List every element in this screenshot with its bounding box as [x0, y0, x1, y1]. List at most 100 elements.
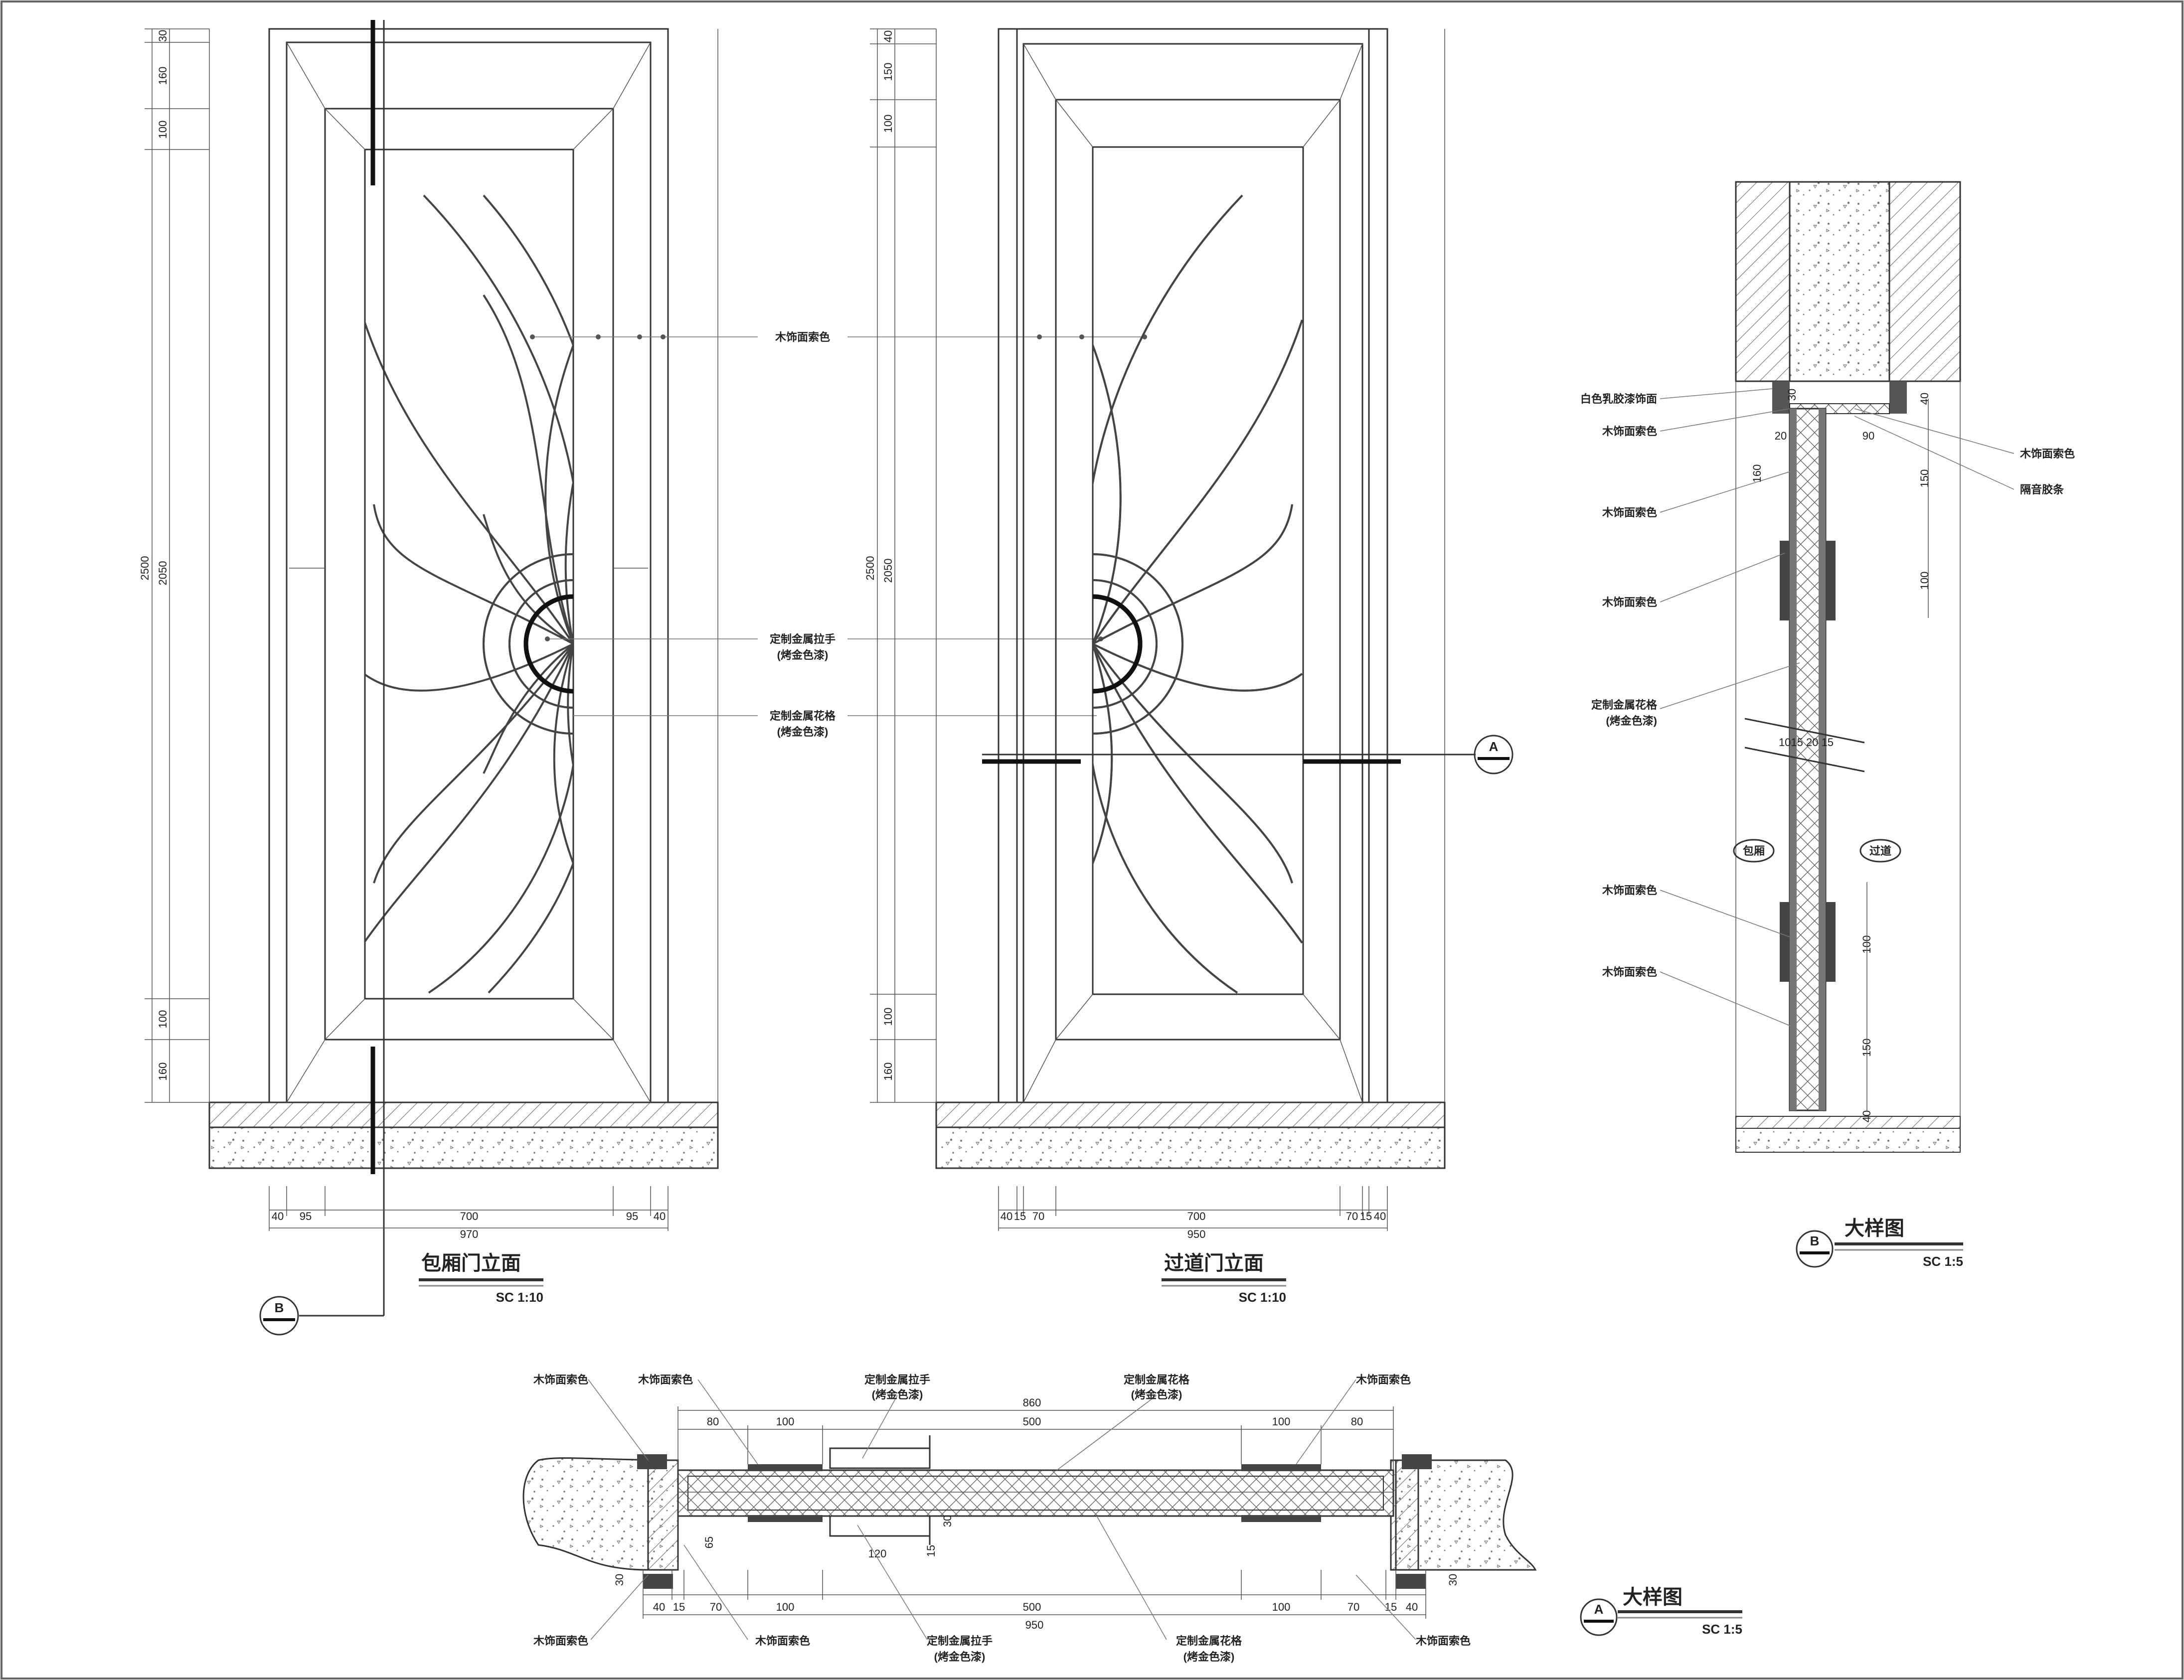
dim-b: 20	[1775, 430, 1787, 442]
dim-left: 160	[157, 1063, 169, 1081]
label-a-grille: 定制金属花格	[1124, 1374, 1190, 1386]
dim-a-top: 500	[1023, 1415, 1041, 1428]
label-a-wood: 木饰面索色	[1415, 1635, 1471, 1647]
room-right: 过道	[1869, 845, 1891, 857]
dim-bottom: 95	[626, 1210, 638, 1222]
section-tag-a: A	[1489, 739, 1499, 754]
dim-b: 40	[1918, 393, 1931, 405]
dim-a-misc: 30	[613, 1574, 626, 1586]
dim-left: 2050	[157, 561, 169, 586]
dim-bottom: 40	[654, 1210, 666, 1222]
label-a-grille-finish: (烤金色漆)	[1183, 1651, 1235, 1663]
callout-handle: 定制金属拉手	[770, 633, 836, 645]
label-a-grille: 定制金属花格	[1176, 1635, 1242, 1647]
callout-grille: 定制金属花格	[770, 710, 836, 722]
dim-b: 150	[1918, 469, 1931, 488]
dim-a-bottom: 500	[1023, 1601, 1041, 1613]
elevation-2-title: 过道门立面	[1164, 1252, 1264, 1274]
label-a-handle-finish: (烤金色漆)	[934, 1651, 986, 1663]
detail-b-tag: B	[1810, 1233, 1820, 1248]
label-a-wood: 木饰面索色	[533, 1635, 588, 1647]
dim-a-bottom: 40	[653, 1601, 665, 1613]
dim-b: 40	[1860, 1110, 1873, 1122]
dim-bottom: 95	[300, 1210, 312, 1222]
label-a-wood: 木饰面索色	[533, 1374, 588, 1386]
dim-left: 100	[157, 121, 169, 139]
label-wood: 木饰面索色	[1602, 884, 1657, 897]
dim-b: 160	[1751, 464, 1763, 483]
dim-bottom: 40	[1374, 1210, 1386, 1222]
dim-a-bottom: 70	[710, 1601, 722, 1613]
detail-a-tag: A	[1594, 1602, 1604, 1617]
dim-a-top-total: 860	[1023, 1396, 1041, 1409]
dim-a-misc: 30	[941, 1515, 954, 1527]
detail-a-scale: SC 1:5	[1702, 1622, 1742, 1637]
elevation-1-scale: SC 1:10	[496, 1290, 543, 1305]
dim-a-bottom: 100	[776, 1601, 795, 1613]
dim-a-top: 80	[707, 1415, 719, 1428]
center-callouts: 木饰面索色 定制金属拉手 (烤金色漆) 定制金属花格 (烤金色漆)	[530, 331, 1147, 738]
dim-b: 30	[1786, 389, 1798, 401]
dim-left: 40	[882, 30, 894, 42]
room-left: 包厢	[1743, 845, 1765, 857]
dim-a-top: 100	[776, 1415, 795, 1428]
dim-bottom: 40	[272, 1210, 284, 1222]
label-a-handle-finish: (烤金色漆)	[872, 1388, 923, 1401]
dim-total: 970	[460, 1228, 479, 1240]
callout-grille-finish: (烤金色漆)	[777, 726, 829, 738]
dim-height: 2500	[864, 556, 876, 581]
dim-a-bottom: 40	[1406, 1601, 1418, 1613]
dim-a-bottom: 70	[1347, 1601, 1359, 1613]
elevation-1: B 30 160 100 2050 100 160 2500 40 95 700…	[139, 20, 719, 1336]
dim-a-bottom-total: 950	[1025, 1619, 1044, 1631]
dim-total: 950	[1187, 1228, 1206, 1240]
label-a-grille-finish: (烤金色漆)	[1131, 1388, 1182, 1401]
dim-a-top: 100	[1272, 1415, 1291, 1428]
callout-handle-finish: (烤金色漆)	[777, 649, 829, 661]
detail-b-scale: SC 1:5	[1923, 1254, 1963, 1269]
dim-b: 100	[1918, 572, 1931, 590]
dim-a-top: 80	[1351, 1415, 1363, 1428]
detail-b: 白色乳胶漆饰面 木饰面索色 木饰面索色 木饰面索色 定制金属花格 (烤金色漆) …	[1580, 181, 2075, 1269]
label-a-handle: 定制金属拉手	[927, 1635, 993, 1647]
dim-b: 90	[1862, 430, 1874, 442]
label-a-wood: 木饰面索色	[755, 1635, 810, 1647]
label-wood: 木饰面索色	[1602, 506, 1657, 519]
dim-bottom: 15	[1014, 1210, 1026, 1222]
elevation-2: A 40 150 100 2050 100 160 2500 40 15 70 …	[864, 28, 1513, 1305]
callout-wood: 木饰面索色	[775, 331, 830, 343]
label-seal: 隔音胶条	[2020, 483, 2064, 496]
label-wood: 木饰面索色	[1602, 966, 1657, 978]
dim-bottom: 700	[460, 1210, 479, 1222]
label-a-wood: 木饰面索色	[638, 1374, 693, 1386]
dim-a-misc: 65	[703, 1536, 715, 1548]
dim-bottom: 70	[1346, 1210, 1358, 1222]
dim-left: 150	[882, 63, 894, 81]
dim-bottom: 40	[1001, 1210, 1012, 1222]
dim-bottom: 15	[1360, 1210, 1372, 1222]
label-wood: 木饰面索色	[1602, 425, 1657, 438]
dim-left: 100	[882, 115, 894, 133]
dim-left: 160	[882, 1063, 894, 1081]
label-wood: 木饰面索色	[1602, 596, 1657, 609]
label-grille-finish: (烤金色漆)	[1606, 715, 1657, 727]
dim-a-misc: 15	[925, 1545, 937, 1557]
dim-left: 2050	[882, 559, 894, 583]
dim-a-bottom: 100	[1272, 1601, 1291, 1613]
dim-left: 160	[157, 67, 169, 85]
elevation-1-title: 包厢门立面	[421, 1252, 521, 1274]
dim-b-mid: 1015 20 15	[1779, 736, 1834, 749]
dim-bottom: 700	[1187, 1210, 1206, 1222]
detail-b-title: 大样图	[1845, 1218, 1904, 1239]
label-latex: 白色乳胶漆饰面	[1580, 393, 1657, 405]
dim-a-misc: 30	[1447, 1574, 1459, 1586]
elevation-2-scale: SC 1:10	[1239, 1290, 1286, 1305]
section-tag-b: B	[275, 1300, 284, 1315]
dim-left: 100	[882, 1008, 894, 1026]
dim-left: 30	[157, 30, 169, 42]
dim-a-bottom: 15	[1385, 1601, 1397, 1613]
detail-a-title: 大样图	[1623, 1586, 1682, 1608]
dim-a-bottom: 15	[673, 1601, 685, 1613]
dim-bottom: 70	[1032, 1210, 1044, 1222]
